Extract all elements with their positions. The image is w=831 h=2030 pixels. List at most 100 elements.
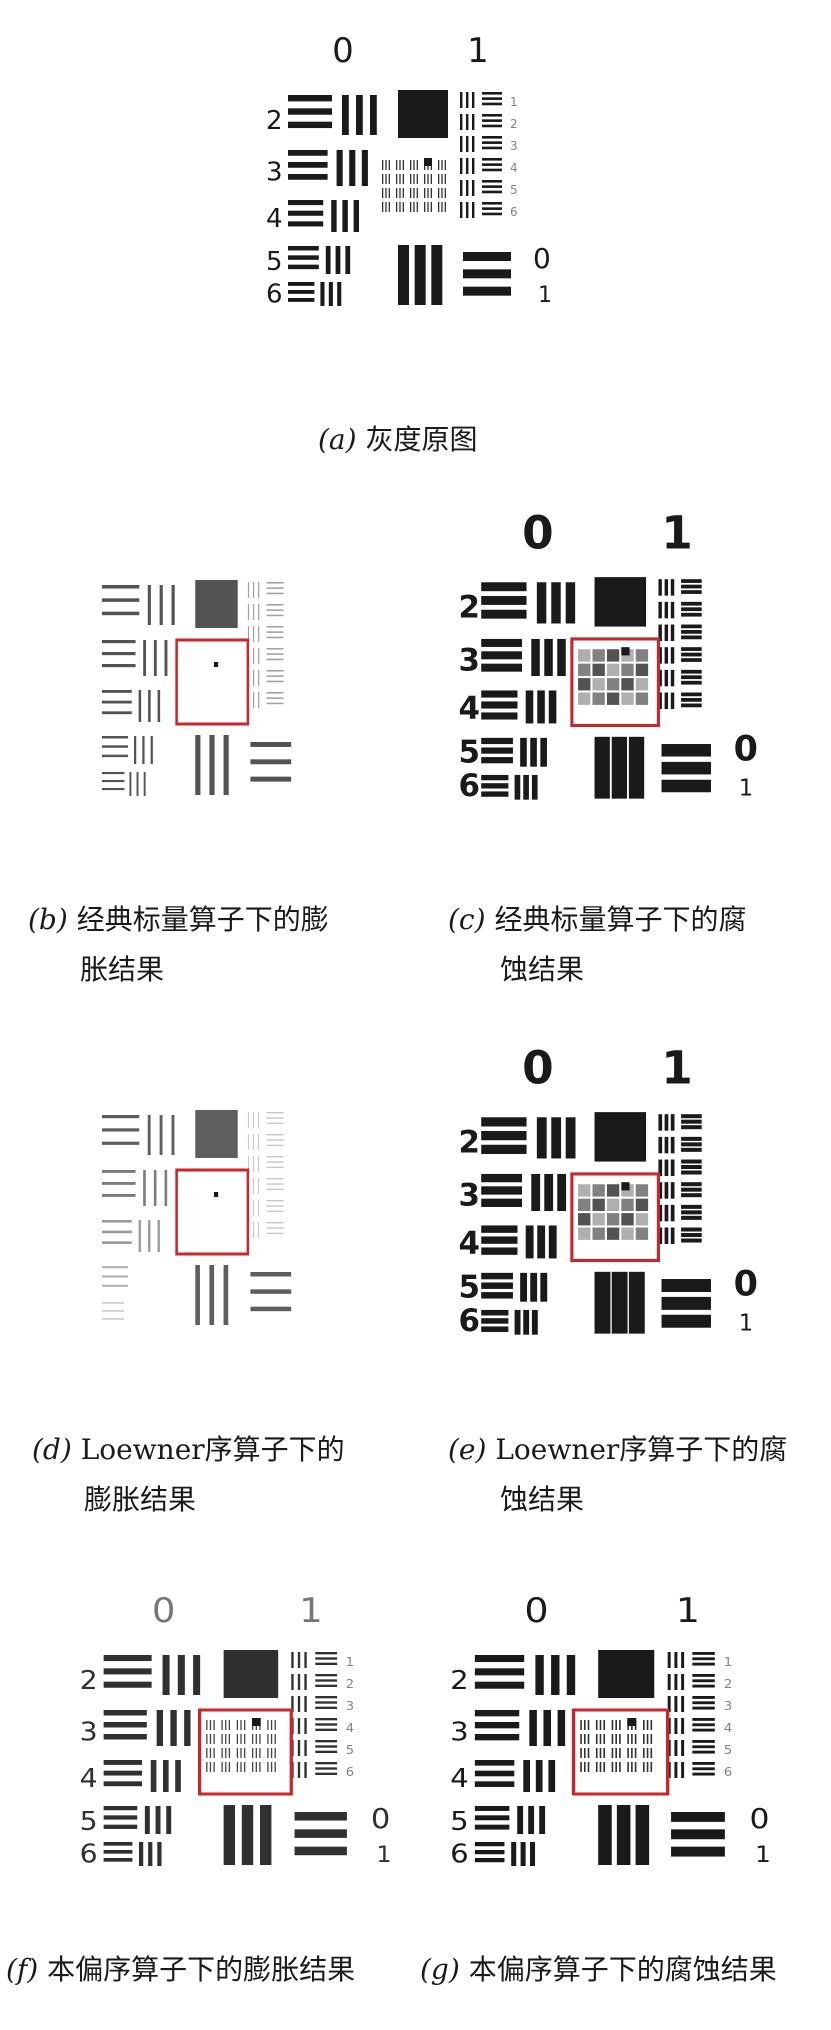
- target-small-horizontal: [692, 1701, 715, 1705]
- target-fine-cell: [606, 1227, 620, 1240]
- target-fine-bars: [396, 174, 398, 184]
- target-bottom-horizontal-bars: [250, 1272, 292, 1277]
- target-solid-square: [195, 1110, 238, 1158]
- target-small-horizontal: [681, 1187, 702, 1192]
- target-fine-bars: [206, 1720, 208, 1730]
- target-vertical-bars: [153, 1170, 157, 1206]
- target-small-vertical: [670, 1136, 675, 1154]
- target-horizontal-bars: [101, 1128, 140, 1132]
- resolution-target-b: [101, 580, 292, 796]
- target-digit-left: 5: [80, 1807, 98, 1837]
- target-small-vertical: [670, 647, 675, 664]
- target-horizontal-bars: [481, 582, 527, 592]
- target-small-horizontal: [266, 1222, 284, 1224]
- target-fine-bars: [603, 1748, 606, 1758]
- target-vertical-bars: [531, 1173, 541, 1212]
- target-small-horizontal: [315, 1696, 338, 1699]
- highlight-box: [175, 638, 250, 726]
- target-small-vertical: [670, 692, 675, 709]
- target-horizontal-bars: [288, 264, 319, 270]
- target-small-horizontal: [681, 1114, 702, 1119]
- target-small-vertical: [670, 579, 675, 596]
- target-fine-bars: [583, 1734, 586, 1744]
- target-small-horizontal: [266, 1144, 284, 1147]
- target-fine-bars: [599, 1720, 602, 1730]
- target-fine-bars: [270, 1734, 273, 1744]
- target-horizontal-bars: [288, 150, 328, 156]
- target-small-horizontal: [681, 584, 702, 589]
- target-fine-bars: [430, 174, 432, 184]
- target-small-vertical: [670, 624, 675, 641]
- target-small-vertical: [658, 692, 662, 709]
- target-vertical-bars: [162, 1655, 170, 1695]
- target-fine-bars: [228, 1734, 231, 1744]
- target-vertical-bars: [342, 200, 348, 232]
- target-fine-bars: [650, 1734, 653, 1744]
- target-fine-bars: [221, 1748, 223, 1758]
- target-small-vertical: [664, 1136, 669, 1154]
- target-fine-bars: [255, 1734, 257, 1744]
- target-vertical-bars: [530, 1272, 538, 1302]
- target-small-horizontal: [681, 630, 702, 634]
- target-horizontal-bars: [481, 1326, 509, 1332]
- target-fine-bars: [615, 1762, 617, 1772]
- target-fine-cell: [635, 678, 649, 691]
- target-solid-square: [598, 1650, 655, 1698]
- target-bottom-vertical-bars: [260, 1805, 272, 1865]
- target-small-vertical: [466, 92, 469, 108]
- target-fine-bars: [595, 1720, 598, 1730]
- target-fine-bars: [213, 1720, 215, 1730]
- target-small-horizontal: [266, 675, 284, 677]
- resolution-target-d: [101, 1110, 292, 1325]
- target-small-horizontal: [315, 1662, 338, 1666]
- target-fine-square: [252, 1718, 261, 1726]
- target-small-vertical: [247, 626, 250, 642]
- target-horizontal-bars: [481, 1131, 527, 1141]
- target-fine-bars: [416, 174, 418, 184]
- target-vertical-bars: [320, 282, 325, 306]
- target-horizontal-bars: [481, 596, 527, 605]
- target-vertical-bars: [157, 1842, 162, 1866]
- highlight-box: [570, 1172, 660, 1263]
- target-small-horizontal: [482, 190, 502, 194]
- target-small-horizontal: [315, 1706, 338, 1710]
- target-small-vertical: [252, 626, 255, 642]
- target-small-vertical: [664, 624, 669, 641]
- target-vertical-bars: [150, 736, 153, 764]
- target-small-horizontal: [266, 626, 284, 628]
- target-digit-right: 3: [510, 139, 518, 153]
- target-digit-corner: 0: [750, 1803, 770, 1836]
- target-small-vertical: [252, 604, 255, 620]
- target-horizontal-bars: [103, 1824, 138, 1829]
- target-fine-bars: [252, 1748, 254, 1758]
- target-vertical-bars: [148, 690, 151, 722]
- target-vertical-bars: [153, 640, 157, 676]
- target-small-vertical: [291, 1696, 294, 1712]
- target-fine-bars: [438, 202, 440, 212]
- target-vertical-bars: [162, 1760, 169, 1792]
- target-small-horizontal: [692, 1657, 715, 1661]
- target-small-vertical: [658, 1136, 663, 1154]
- target-horizontal-bars: [481, 1309, 509, 1316]
- target-digit-left: 2: [459, 589, 481, 625]
- target-horizontal-bars: [474, 1842, 505, 1847]
- target-fine-bars: [396, 160, 398, 170]
- target-small-vertical: [460, 158, 463, 174]
- target-fine-bars: [424, 174, 426, 184]
- target-fine-bars: [603, 1720, 606, 1730]
- target-vertical-bars: [530, 737, 537, 767]
- target-fine-bars: [244, 1720, 246, 1730]
- target-small-vertical: [466, 136, 469, 152]
- target-small-horizontal: [266, 636, 284, 639]
- target-horizontal-bars: [288, 95, 332, 102]
- target-small-horizontal: [266, 592, 284, 595]
- target-small-horizontal: [315, 1684, 338, 1688]
- target-small-horizontal: [315, 1701, 338, 1704]
- target-small-vertical: [252, 1178, 255, 1194]
- target-small-horizontal: [315, 1679, 338, 1682]
- target-fine-bars: [236, 1762, 239, 1772]
- target-small-horizontal: [681, 680, 702, 685]
- target-fine-bars: [595, 1748, 598, 1758]
- target-small-horizontal: [681, 635, 702, 640]
